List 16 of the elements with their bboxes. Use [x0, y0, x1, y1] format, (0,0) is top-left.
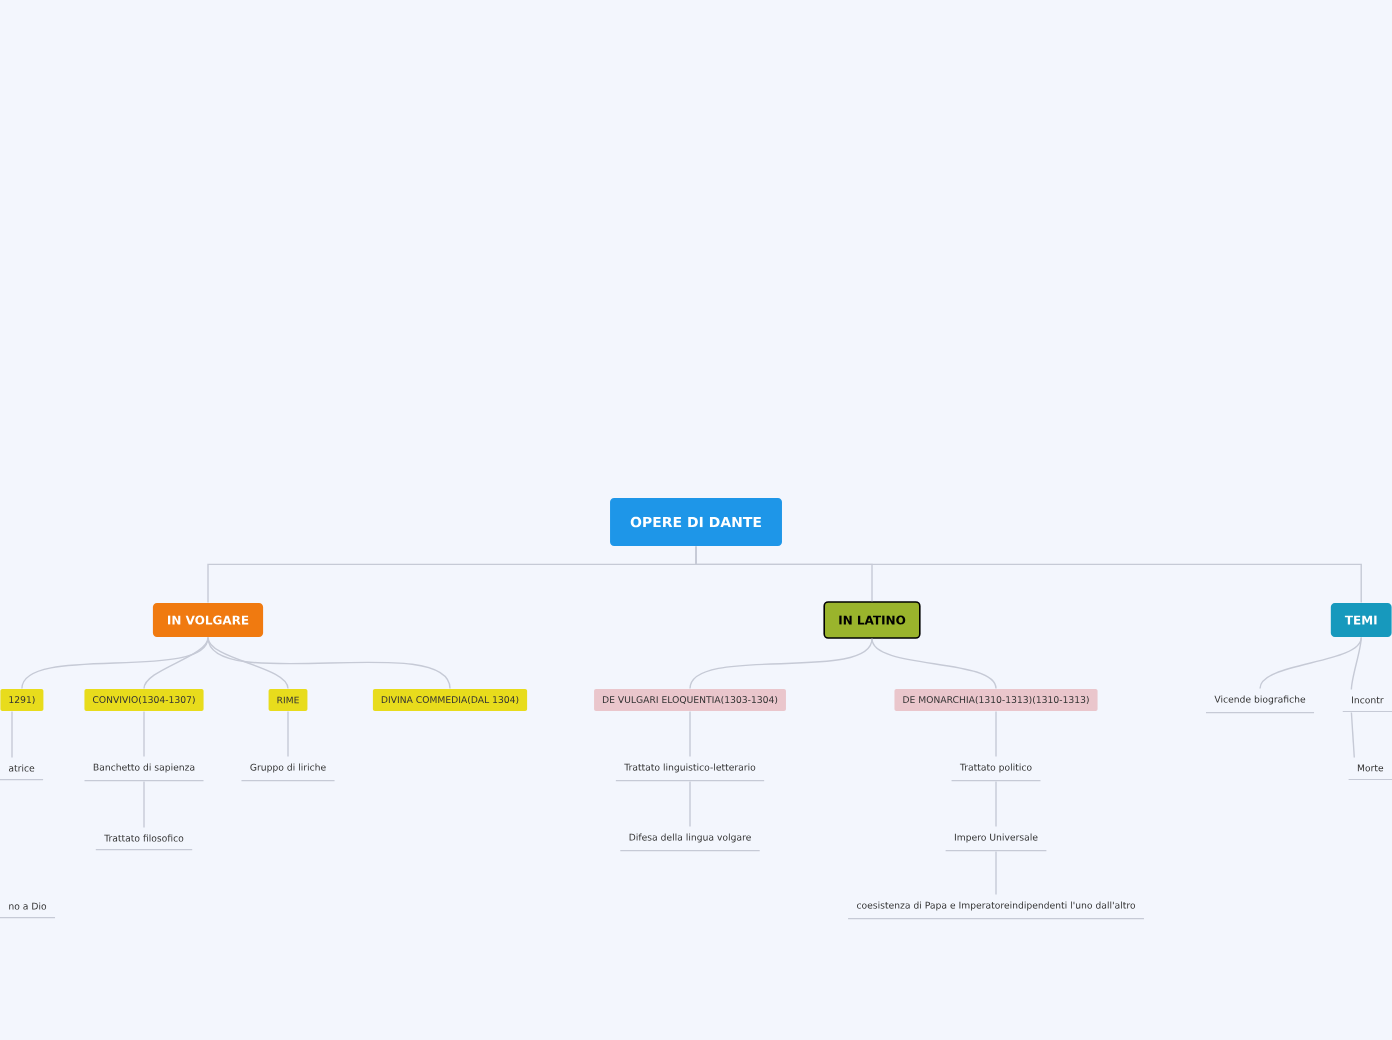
connector-line: [995, 710, 997, 758]
connector-line: [1350, 636, 1362, 691]
connector-line: [995, 850, 997, 896]
connector-line: [207, 636, 289, 690]
connector-line: [1350, 711, 1355, 759]
connector-line: [871, 638, 997, 690]
connector-line: [1259, 636, 1362, 690]
connector-line: [207, 636, 451, 690]
connector-line: [695, 545, 1362, 604]
connector-line: [287, 710, 289, 758]
connector-line: [689, 780, 691, 828]
connector-line: [689, 638, 873, 690]
connector-line: [995, 780, 997, 828]
connector-line: [689, 710, 691, 758]
connector-line: [143, 636, 209, 690]
connector-line: [21, 636, 209, 690]
